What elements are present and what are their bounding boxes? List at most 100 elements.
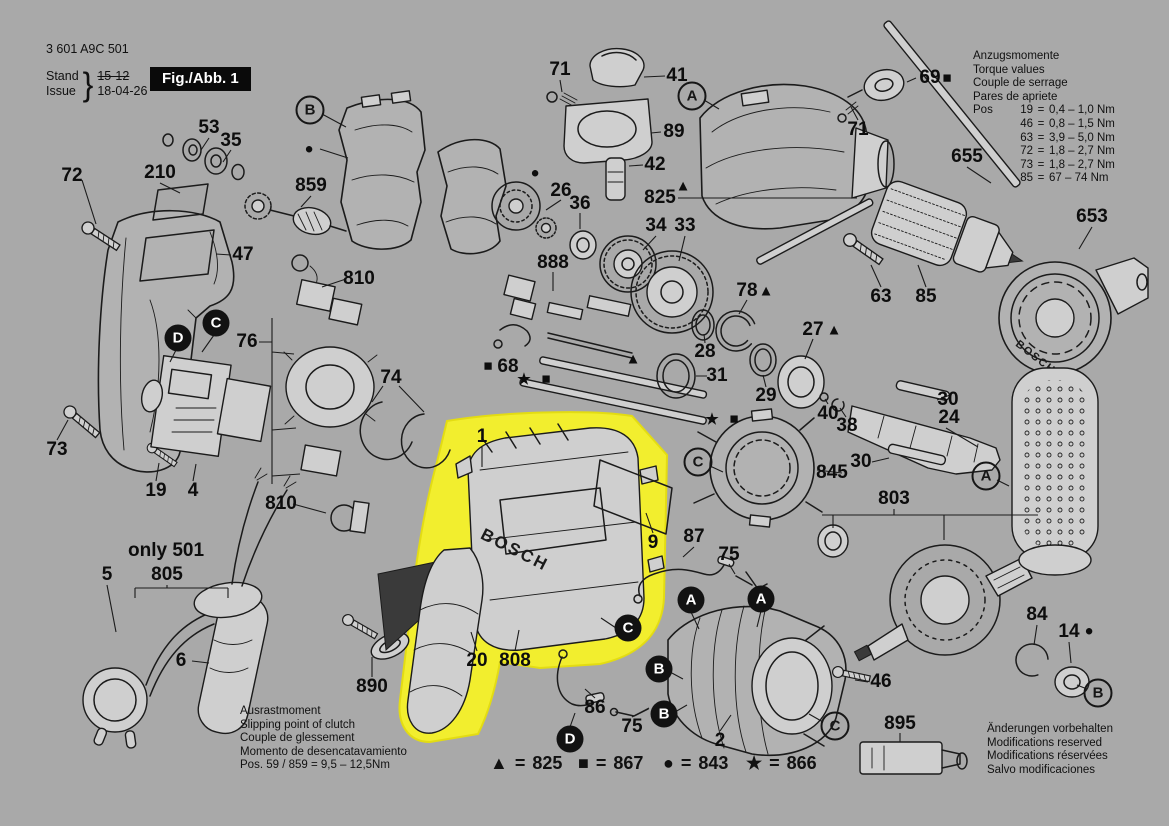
part-label-845: 845 <box>816 462 848 483</box>
t-val: 0,4 – 1,0 Nm <box>1049 104 1115 117</box>
part-label-6: 6 <box>175 650 187 671</box>
view-marker-B: B <box>650 700 678 728</box>
part-label-69: 69 <box>919 67 941 88</box>
assembly-symbol: ■ <box>541 370 551 388</box>
part-label-810: 810 <box>265 493 297 514</box>
part-label-14: 14 <box>1058 621 1080 642</box>
assembly-symbol: ● <box>1084 622 1094 640</box>
lg-val: 867 <box>613 753 644 773</box>
lg-val: 825 <box>532 753 563 773</box>
t-pos: Pos <box>973 104 993 117</box>
view-marker-A: A <box>677 81 707 111</box>
assembly-symbol: ★ <box>705 411 719 428</box>
t-eq: = <box>1037 158 1045 171</box>
assembly-symbol: ★ <box>517 371 531 388</box>
part-label-87: 87 <box>683 526 705 547</box>
part-label-810: 810 <box>343 268 375 289</box>
assembly-symbol: ■ <box>729 410 739 428</box>
part-label-74: 74 <box>380 367 402 388</box>
part-label-36: 36 <box>569 193 591 214</box>
part-label-30: 30 <box>937 389 959 410</box>
assembly-symbol: ▲ <box>625 350 641 368</box>
part-label-75: 75 <box>718 544 740 565</box>
part-label-86: 86 <box>584 697 606 718</box>
part-label-84: 84 <box>1026 604 1048 625</box>
motor-body <box>467 427 645 651</box>
part-label-40: 40 <box>817 403 839 424</box>
lg-sym: ★ <box>746 753 763 773</box>
clutch-title-fr: Couple de glessement <box>240 732 355 745</box>
issue-date: 18-04-26 <box>97 84 148 98</box>
part-label-63: 63 <box>870 286 892 307</box>
part-label-808: 808 <box>499 650 531 671</box>
t-pos <box>973 145 1007 159</box>
mods-line-fr: Modifications réservées <box>987 750 1108 763</box>
assembly-symbol: ● <box>304 140 314 158</box>
assembly-symbol: ■ <box>483 357 493 375</box>
view-marker-C: C <box>683 447 713 477</box>
part-label-4: 4 <box>187 480 199 501</box>
part-label-41: 41 <box>666 65 688 86</box>
assembly-symbol: ▲ <box>826 321 842 339</box>
part-label-29: 29 <box>755 385 777 406</box>
lg-sym: ● <box>663 753 674 773</box>
t-num: 73 <box>1020 158 1033 171</box>
part-label-653: 653 <box>1076 206 1108 227</box>
title-block: 3 601 A9C 501 Stand Issue } 15-12 18-04-… <box>46 42 148 103</box>
part-label-38: 38 <box>836 415 858 436</box>
torque-title-de: Anzugsmomente <box>973 50 1060 62</box>
assembly-symbol: ● <box>530 164 540 182</box>
view-marker-B: B <box>295 95 325 125</box>
issue-label: Issue <box>46 84 76 98</box>
t-eq: = <box>1037 117 1045 130</box>
view-marker-C: C <box>202 309 230 337</box>
brace-glyph: } <box>82 65 94 103</box>
torque-row-85: 85=67 – 74 Nm <box>973 172 1115 186</box>
t-num: 46 <box>1020 117 1033 130</box>
t-eq: = <box>1037 145 1045 158</box>
part-label-89: 89 <box>663 121 685 142</box>
torque-row-46: 46=0,8 – 1,5 Nm <box>973 118 1115 132</box>
type-number: 3 601 A9C 501 <box>46 42 129 56</box>
view-marker-A: A <box>677 586 705 614</box>
part-label-33: 33 <box>674 215 696 236</box>
t-num: 72 <box>1020 145 1033 158</box>
part-label-72: 72 <box>61 165 83 186</box>
part-label-655: 655 <box>951 146 983 167</box>
assembly-symbol: ■ <box>942 69 952 87</box>
torque-title-fr: Couple de serrage <box>973 77 1068 90</box>
lg-sym: ▲ <box>490 753 508 773</box>
part-label-30: 30 <box>850 451 872 472</box>
part-label-26: 26 <box>550 180 572 201</box>
lg-eq: = <box>680 753 692 773</box>
legend-item-843: ●=843 <box>663 753 728 774</box>
part-label-2: 2 <box>714 730 726 751</box>
part-label-895: 895 <box>884 713 916 734</box>
t-num: 85 <box>1020 172 1033 185</box>
part-label-20: 20 <box>466 650 488 671</box>
part-label-78: 78 <box>736 280 758 301</box>
view-marker-C: C <box>614 614 642 642</box>
t-num: 19 <box>1020 104 1033 117</box>
part-label-only-501: only 501 <box>127 540 205 561</box>
part-label-5: 5 <box>101 564 113 585</box>
clutch-pos-value: Pos. 59 / 859 = 9,5 – 12,5Nm <box>240 759 390 772</box>
part-label-35: 35 <box>220 130 242 151</box>
torque-row-72: 72=1,8 – 2,7 Nm <box>973 145 1115 159</box>
part-label-28: 28 <box>694 341 716 362</box>
part-label-9: 9 <box>647 532 659 553</box>
part-label-19: 19 <box>145 480 167 501</box>
part-label-68: 68 <box>497 356 519 377</box>
lg-eq: = <box>595 753 607 773</box>
part-label-42: 42 <box>644 154 666 175</box>
stand-date: 15-12 <box>97 69 130 83</box>
figure-number-badge: Fig./Abb. 1 <box>150 67 251 91</box>
legend-item-867: ■=867 <box>578 753 643 774</box>
part-label-85: 85 <box>915 286 937 307</box>
torque-row-73: 73=1,8 – 2,7 Nm <box>973 159 1115 173</box>
view-marker-D: D <box>556 725 584 753</box>
mods-line-en: Modifications reserved <box>987 736 1103 749</box>
